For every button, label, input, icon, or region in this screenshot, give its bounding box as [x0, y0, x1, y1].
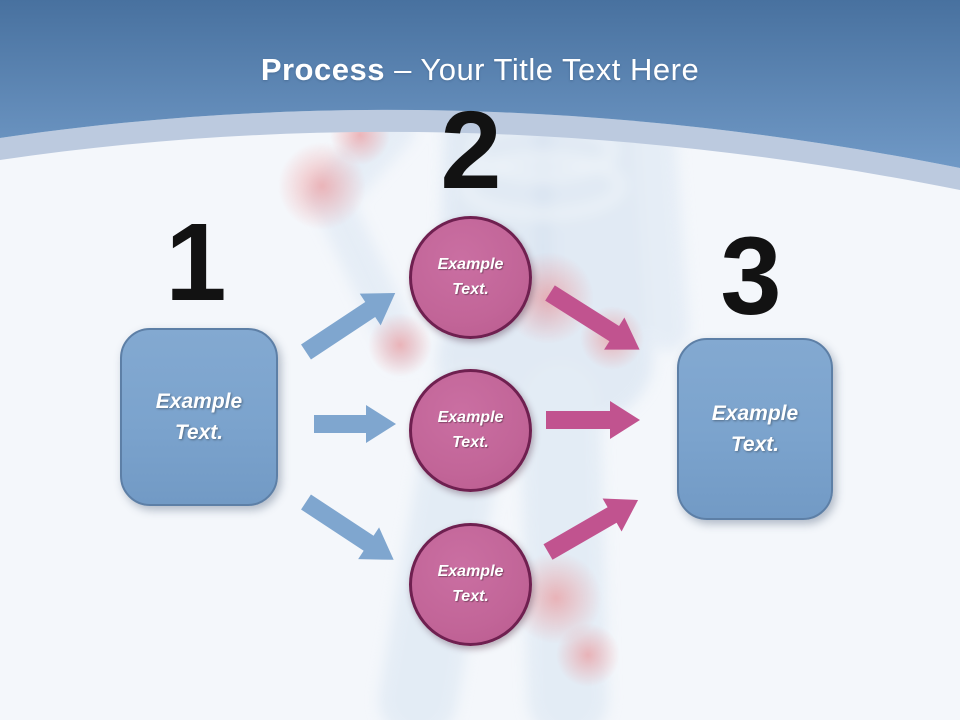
process-circle-label: Example Text. [437, 408, 504, 451]
right-arrow-icon [546, 401, 640, 439]
right-arrow-icon [314, 405, 396, 443]
down-right-arrow-icon [301, 494, 394, 560]
title-subtitle: – Your Title Text Here [394, 52, 700, 87]
process-circle-label: Example Text. [437, 562, 504, 605]
step-number-3: 3 [720, 215, 782, 338]
step-number-2: 2 [440, 89, 502, 212]
up-right-arrow-icon [301, 292, 396, 360]
step-number-1: 1 [165, 201, 227, 324]
process-circle-label: Example Text. [437, 255, 504, 298]
process-box-label: Example Text. [711, 401, 799, 457]
title-keyword: Process [260, 52, 385, 87]
process-circle-top: Example Text. [409, 216, 532, 339]
process-circle-bottom: Example Text. [409, 523, 532, 646]
process-box-step-3: Example Text. [677, 338, 833, 520]
down-right-arrow-icon [545, 285, 640, 350]
up-right-arrow-icon [543, 498, 639, 560]
process-circle-middle: Example Text. [409, 369, 532, 492]
process-box-step-1: Example Text. [120, 328, 278, 506]
slide-title: Process – Your Title Text Here [0, 52, 960, 88]
process-box-label: Example Text. [155, 389, 243, 445]
